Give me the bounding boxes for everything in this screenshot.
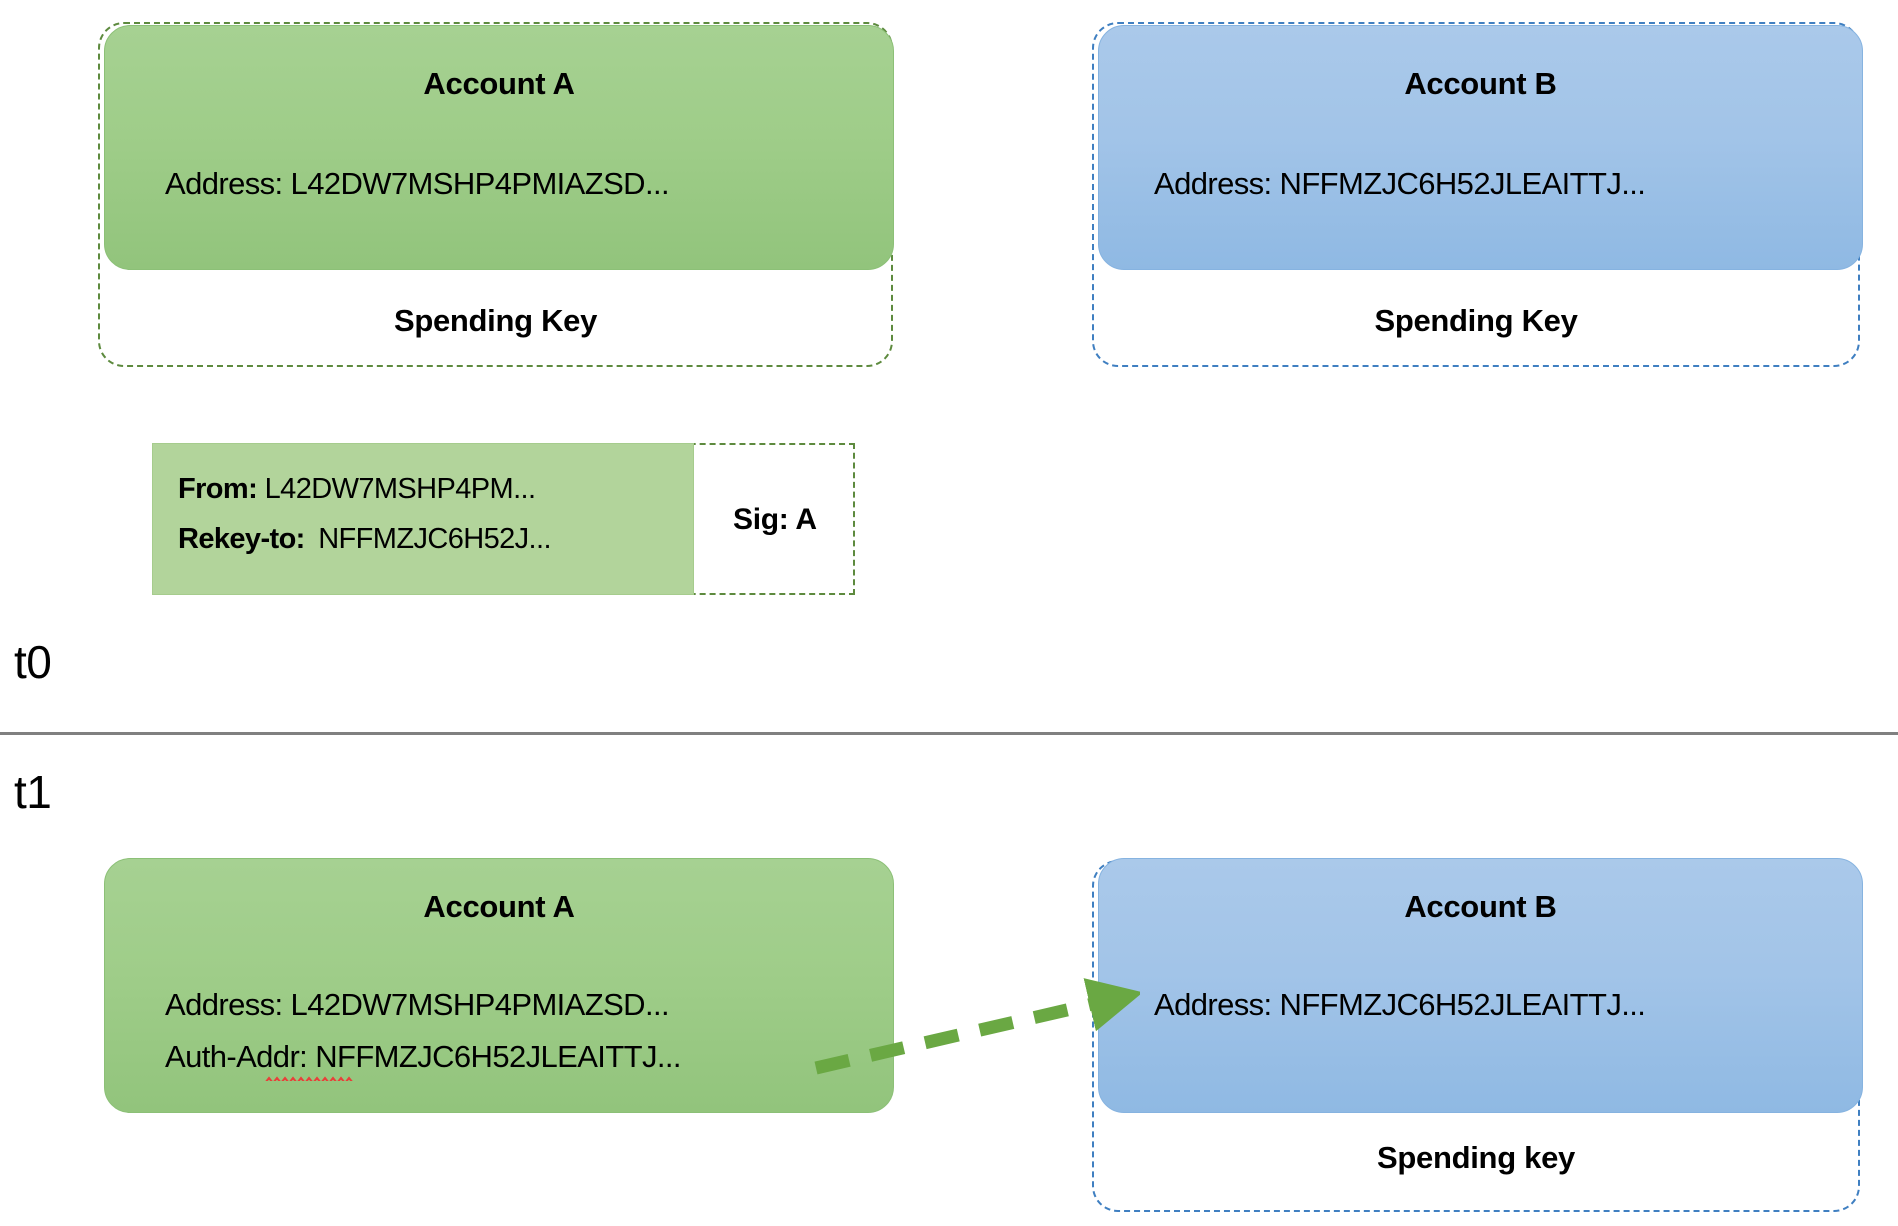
timeline-divider — [0, 732, 1898, 735]
t0-transaction-signature: Sig: A — [733, 503, 817, 536]
t1-account-a-title: Account A — [423, 889, 575, 924]
t0-account-a-spending-key-label: Spending Key — [393, 303, 598, 338]
t0-transaction-from-row: From: L42DW7MSHP4PM... — [178, 473, 536, 506]
t0-account-a-address: Address: L42DW7MSHP4PMIAZSD... — [165, 166, 670, 201]
t0-account-b-title: Account B — [1404, 66, 1557, 101]
t0-transaction-from-value: L42DW7MSHP4PM... — [264, 473, 536, 505]
t1-account-a-auth-addr: Auth-Addr: NFFMZJC6H52JLEAITTJ... — [165, 1039, 682, 1074]
t0-account-b-address: Address: NFFMZJC6H52JLEAITTJ... — [1154, 166, 1646, 201]
t0-account-b-card: Account B Address: NFFMZJC6H52JLEAITTJ..… — [1098, 25, 1863, 270]
t1-account-b-address: Address: NFFMZJC6H52JLEAITTJ... — [1154, 987, 1646, 1022]
t0-transaction-from-key: From: — [178, 473, 258, 505]
t0-transaction-rekey-row: Rekey-to: NFFMZJC6H52J... — [178, 523, 552, 556]
t1-account-a-address: Address: L42DW7MSHP4PMIAZSD... — [165, 987, 670, 1022]
t0-transaction-rekey-value: NFFMZJC6H52J... — [318, 523, 551, 555]
timeline-label-t1: t1 — [14, 766, 52, 818]
t1-account-b-spending-key-label: Spending key — [1377, 1140, 1575, 1175]
squiggle-svg — [265, 1076, 353, 1081]
timeline-label-t0: t0 — [14, 636, 52, 688]
t0-transaction-rekey-key: Rekey-to: — [178, 523, 305, 555]
t0-account-b-spending-key-label: Spending Key — [1374, 303, 1578, 338]
t1-account-b-title: Account B — [1404, 889, 1557, 924]
t0-rekey-transaction-fields — [152, 443, 694, 595]
t1-account-a-card: Account A Address: L42DW7MSHP4PMIAZSD...… — [104, 858, 894, 1113]
t0-account-a-card: Account A Address: L42DW7MSHP4PMIAZSD... — [104, 25, 894, 270]
t1-account-b-card: Account B Address: NFFMZJC6H52JLEAITTJ..… — [1098, 858, 1863, 1113]
t0-account-a-title: Account A — [423, 66, 575, 101]
spellcheck-squiggle-icon — [265, 1072, 355, 1081]
